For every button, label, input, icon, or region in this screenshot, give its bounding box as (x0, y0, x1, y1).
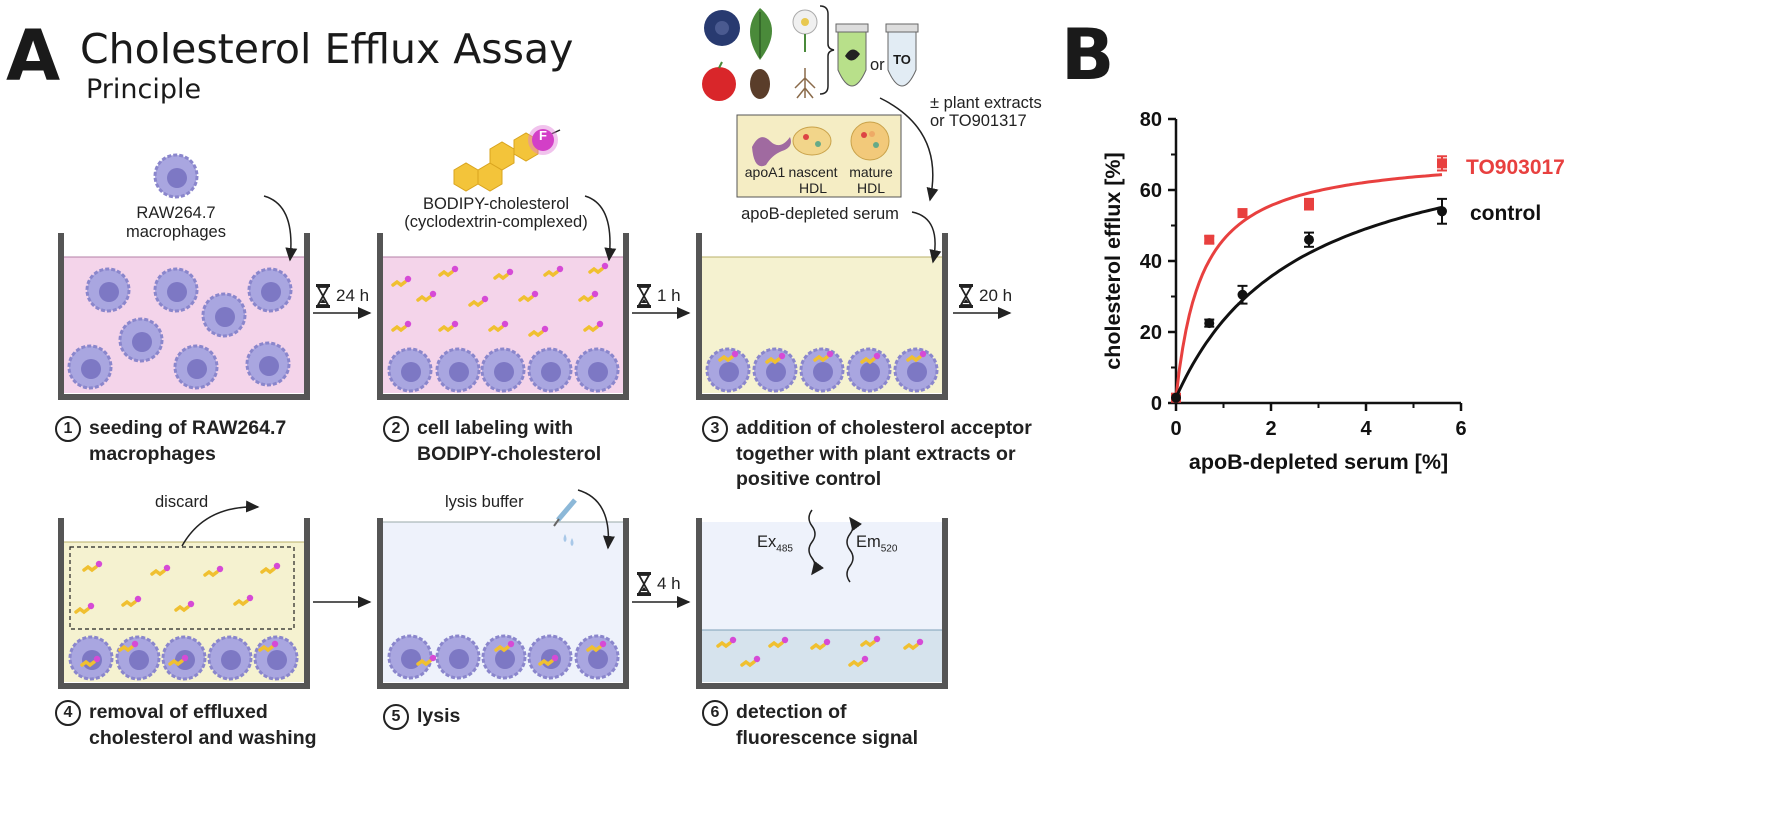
well-2 (377, 233, 629, 400)
label-lysis-buffer: lysis buffer (445, 493, 524, 511)
time-20h: 20 h (979, 286, 1013, 305)
time-4h: 4 h (657, 574, 681, 593)
label-plant-1: ± plant extracts (930, 94, 1042, 112)
data-point-control (1237, 289, 1248, 300)
label-macrophages: RAW264.7 macrophages (126, 204, 226, 241)
step-3-number: 3 (702, 416, 728, 442)
label-excitation: Ex485 (757, 533, 793, 555)
data-point-control (1304, 234, 1314, 245)
bodipy-cholesterol-icon (453, 125, 561, 192)
data-point-to903017 (1237, 208, 1248, 219)
diagram-title: Cholesterol Efflux Assay (80, 25, 574, 73)
data-point-to903017 (1437, 158, 1447, 169)
well-1 (58, 233, 310, 400)
label-bodipy-2: (cyclodextrin-complexed) (404, 213, 588, 231)
step-1-number: 1 (55, 416, 81, 442)
y-tick-label: 20 (1140, 322, 1162, 344)
well-5 (377, 518, 629, 689)
fit-curve-control (1174, 205, 1443, 399)
x-tick-label: 4 (1360, 418, 1372, 440)
tube-plant-extract-icon (835, 23, 869, 87)
x-axis-label: apoB-depleted serum [%] (1189, 450, 1448, 474)
step-5-number: 5 (383, 704, 409, 730)
bodipy-badge: F (539, 128, 547, 143)
label-serum: apoB-depleted serum (741, 205, 899, 223)
macrophage-icon (153, 153, 199, 199)
y-tick-label: 60 (1140, 180, 1162, 202)
data-point-control (1437, 206, 1447, 217)
y-axis-label: cholesterol efflux [%] (1101, 152, 1125, 369)
x-tick-label: 0 (1170, 418, 1181, 440)
label-emission: Em520 (856, 533, 898, 555)
step-6-number: 6 (702, 700, 728, 726)
time-24h: 24 h (336, 286, 370, 305)
data-point-control (1204, 318, 1215, 329)
y-tick-label: 0 (1151, 393, 1162, 415)
x-tick-label: 6 (1455, 418, 1466, 440)
legend-label-to903017: TO903017 (1466, 156, 1565, 179)
label-or: or (870, 56, 885, 74)
diagram-subtitle: Principle (86, 74, 202, 105)
legend-label-control: control (1470, 202, 1541, 225)
panel-letter-a: A (6, 15, 61, 97)
panel-letter-b: B (1061, 14, 1115, 96)
y-tick-label: 80 (1140, 109, 1162, 131)
step-2-number: 2 (383, 416, 409, 442)
fit-curve-to903017 (1174, 173, 1443, 398)
well-4 (58, 518, 310, 689)
label-plant-2: or TO901317 (930, 112, 1027, 130)
time-1h: 1 h (657, 286, 681, 305)
label-bodipy-1: BODIPY-cholesterol (422, 195, 570, 213)
data-point-to903017 (1304, 199, 1314, 210)
x-tick-label: 2 (1265, 418, 1276, 440)
data-point-control (1171, 392, 1181, 403)
well-3 (696, 233, 948, 400)
y-tick-label: 40 (1140, 251, 1162, 273)
well-6 (696, 518, 948, 689)
data-point-to903017 (1204, 234, 1215, 245)
label-discard: discard (155, 493, 209, 511)
step-4-number: 4 (55, 700, 81, 726)
plant-icons (702, 5, 835, 101)
pipette-icon (553, 498, 577, 546)
tube-to-label: TO (893, 52, 911, 67)
tube-to-icon (885, 23, 919, 87)
acceptor-apoa1: apoA1 (744, 164, 786, 180)
